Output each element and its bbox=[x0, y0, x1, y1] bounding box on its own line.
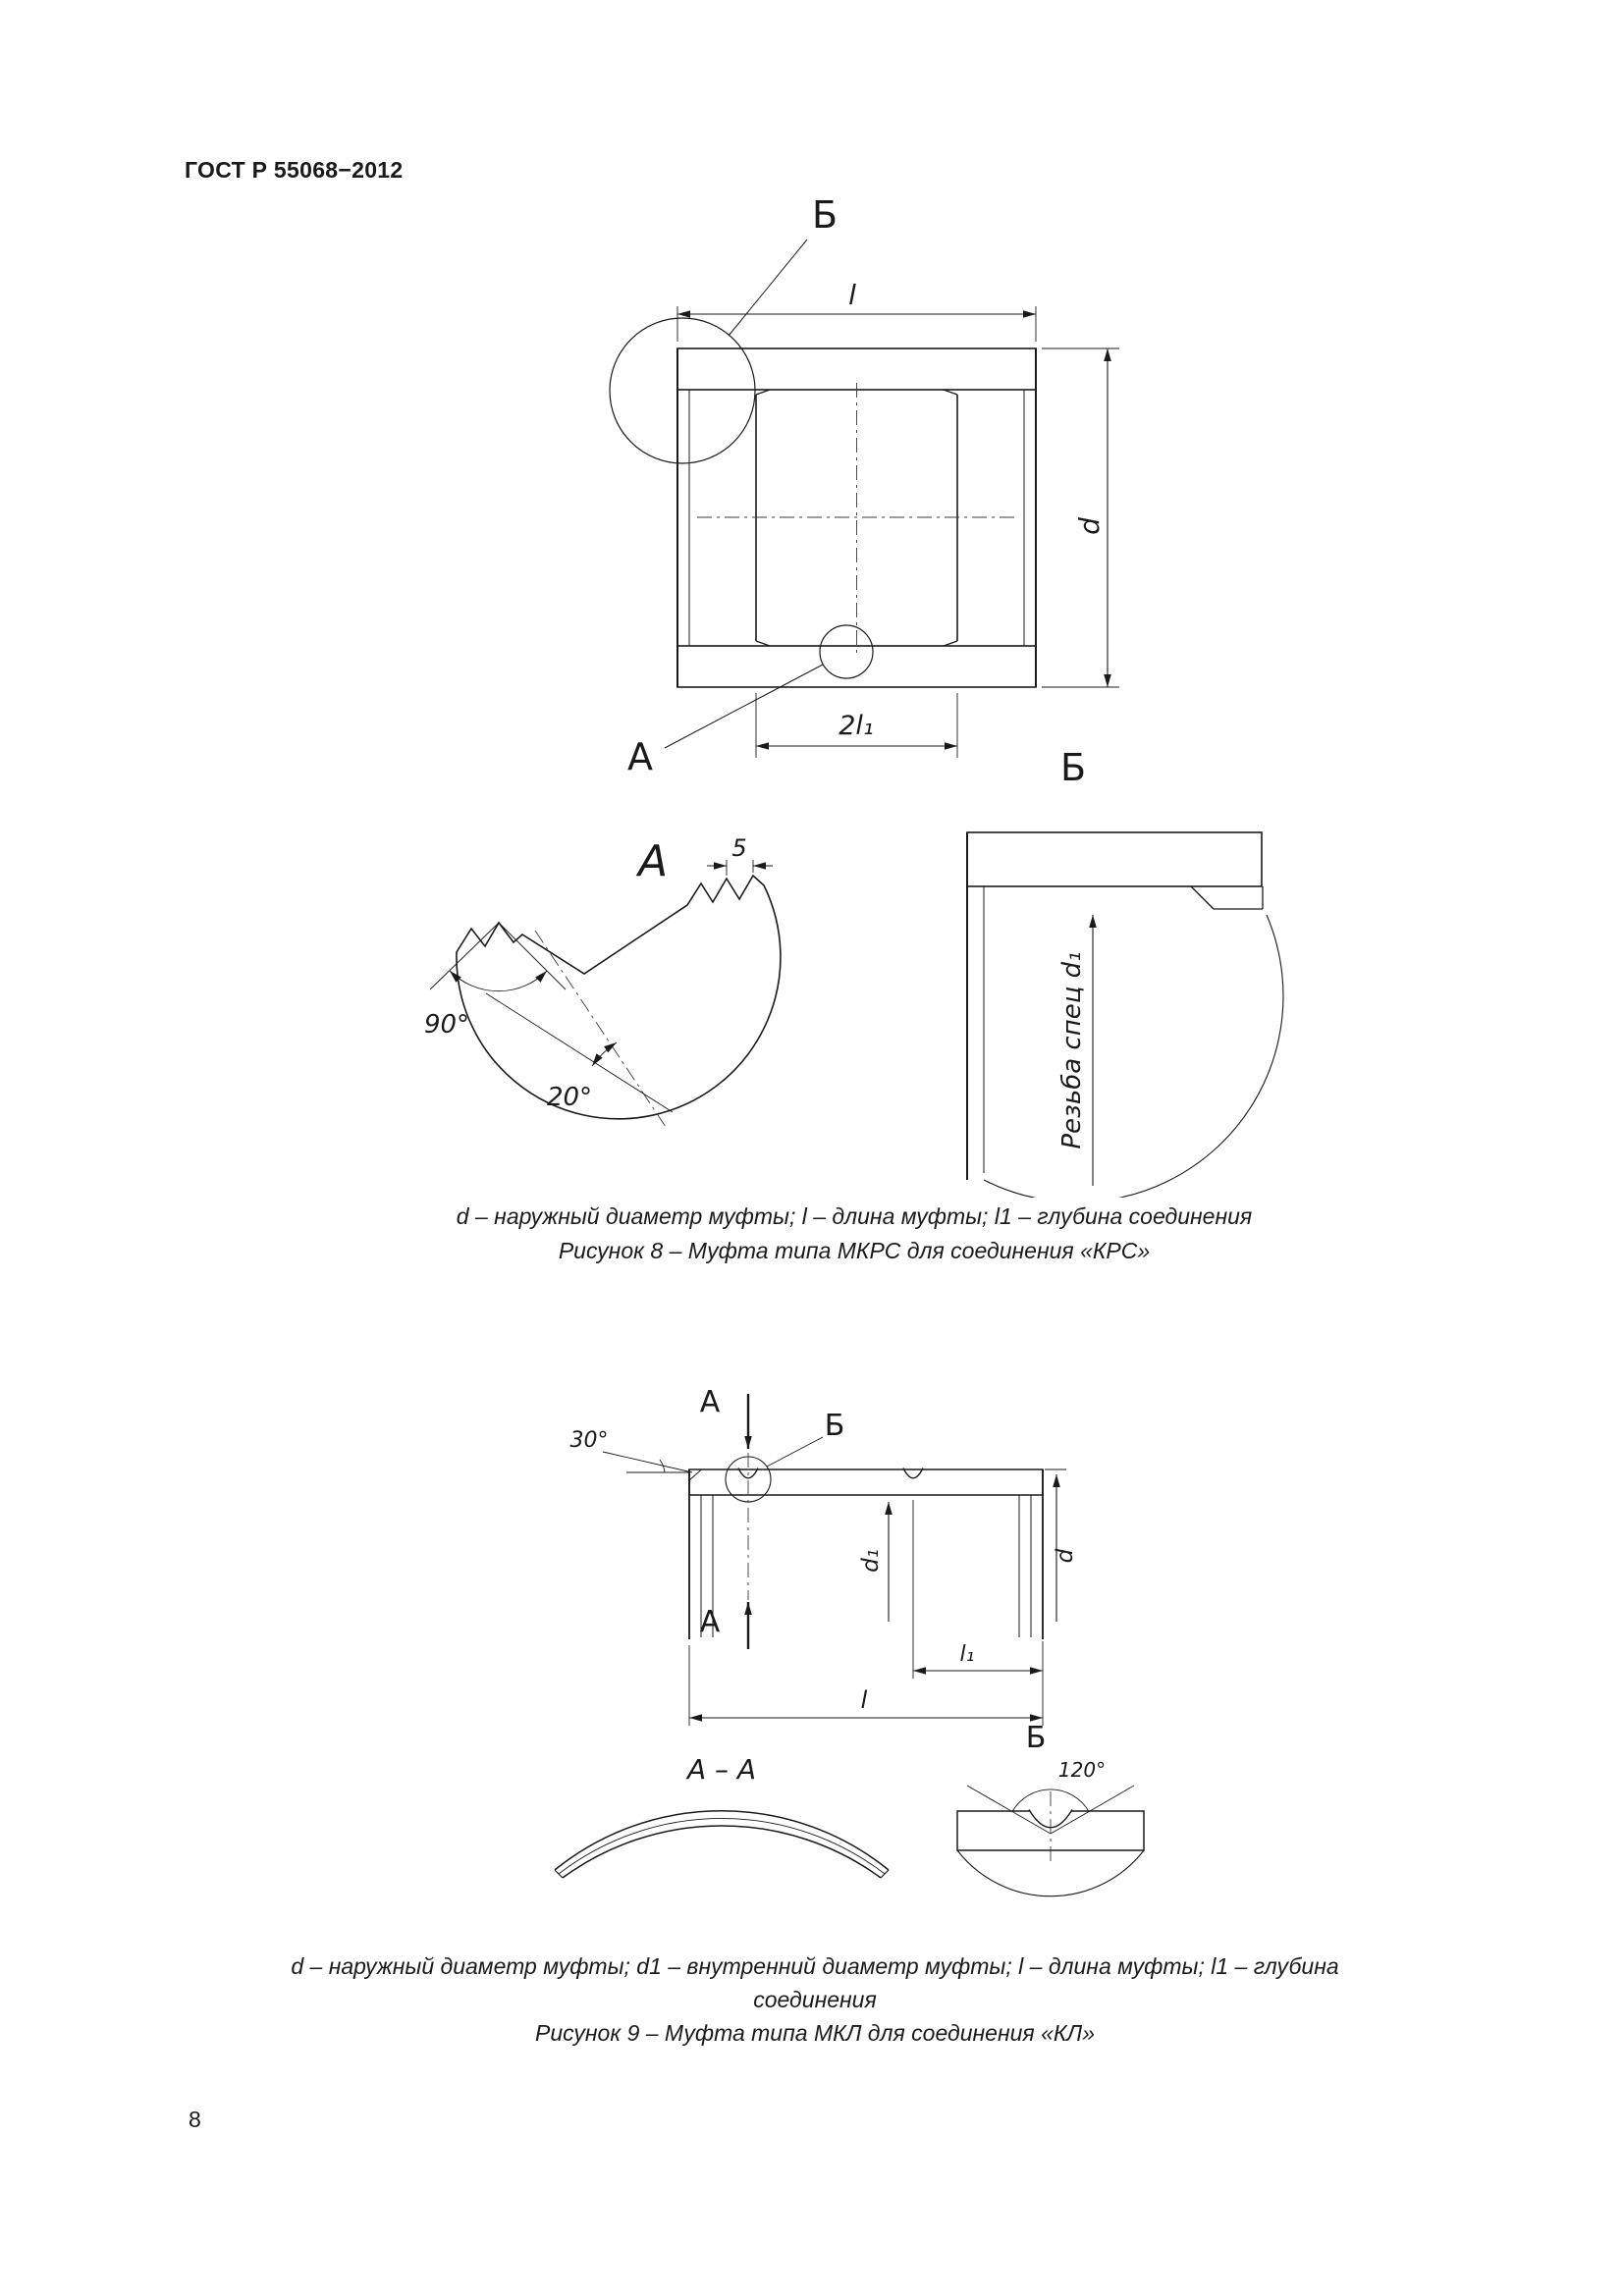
fig8-dim-2l1-label: 2l₁ bbox=[839, 711, 874, 741]
figure8-caption-line2: Рисунок 8 – Муфта типа МКРС для соединен… bbox=[558, 1238, 1151, 1263]
fig8-dim-l-label: l bbox=[848, 279, 856, 311]
figure9-caption-line2: соединения bbox=[753, 1987, 877, 2012]
fig9-section-aa-view: А – А bbox=[554, 1753, 890, 1879]
figure9-caption-line1: d – наружный диаметр муфты; d1 – внутрен… bbox=[291, 1953, 1339, 1979]
figure8-caption: d – наружный диаметр муфты; l – длина му… bbox=[59, 1200, 1623, 1268]
fig9-view-b-label: Б bbox=[825, 1409, 845, 1443]
fig8-view-a-label: А bbox=[627, 735, 653, 778]
fig9-detail-b-view: Б 120° bbox=[956, 1721, 1145, 1897]
fig9-section-aa-title: А – А bbox=[685, 1753, 756, 1786]
fig9-detail-b-callout-circle bbox=[725, 1456, 772, 1503]
fig8-dim-d-label: d bbox=[1073, 517, 1106, 535]
fig9-detail-b-title: Б bbox=[1026, 1721, 1047, 1755]
figure8-caption-line1: d – наружный диаметр муфты; l – длина му… bbox=[456, 1203, 1253, 1229]
detail-b-callout-circle bbox=[609, 317, 756, 464]
figure9-caption: d – наружный диаметр муфты; d1 – внутрен… bbox=[10, 1949, 1620, 2050]
figure9-drawing: А А Б 30° d₁ d l₁ l bbox=[554, 1385, 1145, 1897]
page-number: 8 bbox=[189, 2107, 201, 2132]
fig9-dim-d-label: d bbox=[1053, 1548, 1078, 1563]
fig8-detail-b-title: Б bbox=[1060, 746, 1086, 789]
fig9-dim-d1-label: d₁ bbox=[858, 1549, 884, 1573]
fig9-dim-l-label: l bbox=[861, 1686, 868, 1714]
fig9-angle-30-label: 30° bbox=[570, 1428, 609, 1453]
fig8-detail-b-view: Б Резьба спец d₁ bbox=[966, 746, 1284, 1198]
fig8-dim-5-label: 5 bbox=[731, 834, 746, 862]
fig8-thread-note: Резьба спец d₁ bbox=[1057, 951, 1087, 1148]
fig8-detail-a-view: А 5 90° 20° bbox=[424, 834, 782, 1128]
document-header: ГОСТ Р 55068−2012 bbox=[185, 157, 404, 183]
fig8-angle-20-label: 20° bbox=[547, 1083, 592, 1112]
fig9-angle-120-label: 120° bbox=[1058, 1758, 1106, 1782]
fig9-dim-l1-label: l₁ bbox=[960, 1642, 975, 1667]
fig9-section-a-top-label: А bbox=[700, 1385, 721, 1419]
sleeve-main-view: А А Б 30° d₁ d l₁ l bbox=[570, 1385, 1078, 1726]
coupling-main-view: l d 2l₁ Б А bbox=[609, 193, 1119, 778]
fig8-detail-a-title: А bbox=[635, 836, 668, 886]
detail-a-callout-circle bbox=[819, 624, 874, 679]
fig8-view-b-label: Б bbox=[812, 193, 838, 237]
fig8-angle-90-label: 90° bbox=[424, 1010, 469, 1040]
fig9-section-a-bottom-label: А bbox=[700, 1605, 721, 1639]
figure9-caption-line3: Рисунок 9 – Муфта типа МКЛ для соединени… bbox=[535, 2020, 1095, 2046]
figure8-drawing: l d 2l₁ Б А А 5 bbox=[424, 193, 1284, 1198]
